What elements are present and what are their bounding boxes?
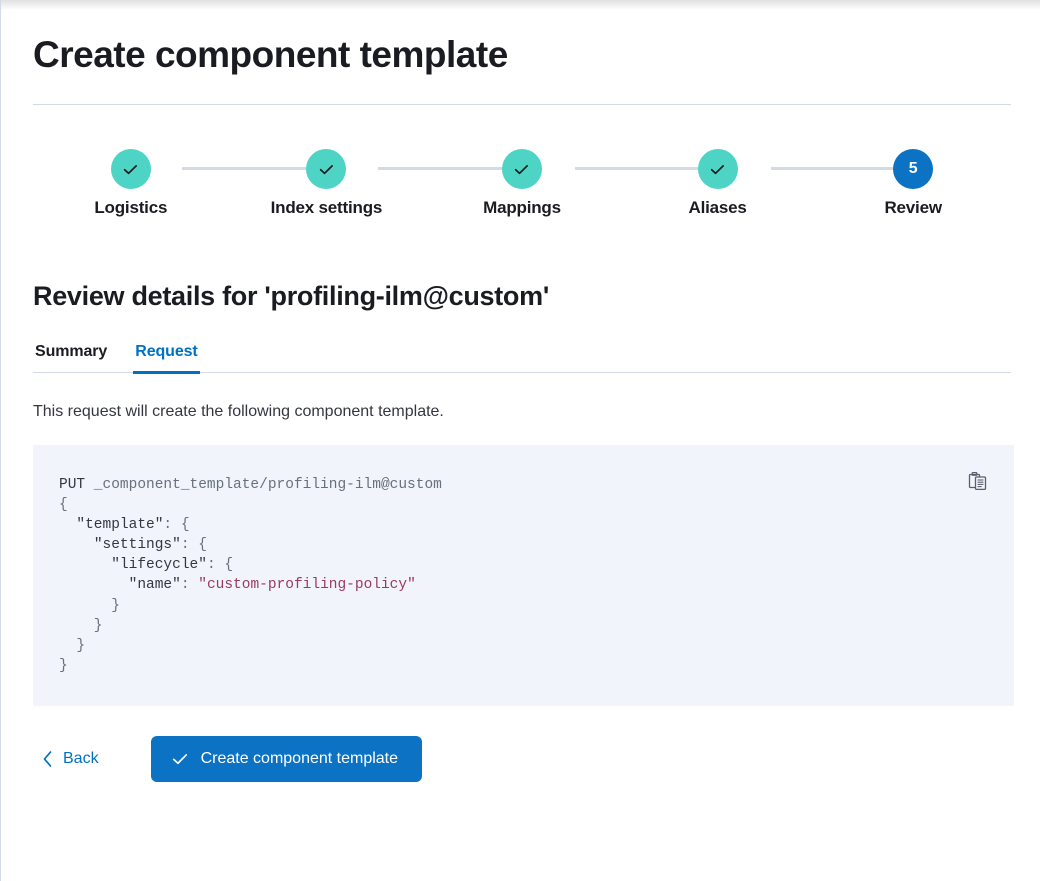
page-title: Create component template <box>33 34 508 75</box>
create-component-template-button[interactable]: Create component template <box>150 735 423 782</box>
step-label-mappings: Mappings <box>483 198 561 217</box>
step-indicator-mappings <box>501 149 542 189</box>
back-button-label: Back <box>63 749 99 767</box>
create-button-label: Create component template <box>200 749 399 767</box>
step-mappings[interactable]: Mappings <box>424 149 620 218</box>
check-icon <box>319 164 333 174</box>
check-icon <box>710 164 725 174</box>
step-connector-1 <box>182 167 340 170</box>
step-index-settings[interactable]: Index settings <box>229 149 425 218</box>
chevron-left-icon <box>43 751 52 767</box>
step-indicator-index-settings <box>306 149 347 189</box>
step-label-review: Review <box>884 198 942 217</box>
step-indicator-review: 5 <box>893 149 934 189</box>
header-divider <box>33 104 1011 105</box>
step-connector-4 <box>771 167 929 170</box>
step-logistics[interactable]: Logistics <box>33 149 229 218</box>
wizard-footer: Back Create component template <box>33 735 1011 782</box>
review-tabs: Summary Request <box>33 341 1011 374</box>
copy-clipboard-icon[interactable] <box>964 467 992 495</box>
step-connector-3 <box>575 167 733 170</box>
tab-summary[interactable]: Summary <box>33 341 109 374</box>
step-label-index-settings: Index settings <box>270 198 383 217</box>
review-heading: Review details for 'profiling-ilm@custom… <box>33 281 549 311</box>
step-indicator-logistics <box>110 149 151 189</box>
wizard-stepper: Logistics Index settings <box>33 149 1011 241</box>
step-connector-2 <box>378 167 536 170</box>
check-icon <box>124 164 138 174</box>
step-number-review: 5 <box>908 160 918 177</box>
request-code-panel: PUT _component_template/profiling-ilm@cu… <box>33 445 1014 706</box>
step-aliases[interactable]: Aliases <box>620 149 816 218</box>
stepper-track: Logistics Index settings <box>33 149 1011 218</box>
request-code-block: PUT _component_template/profiling-ilm@cu… <box>59 477 442 674</box>
step-review[interactable]: 5 Review <box>815 149 1011 218</box>
tab-request[interactable]: Request <box>133 341 200 374</box>
request-description: This request will create the following c… <box>33 403 444 420</box>
check-icon <box>515 164 529 174</box>
check-icon <box>172 754 187 765</box>
back-button[interactable]: Back <box>33 742 109 776</box>
step-label-logistics: Logistics <box>94 198 168 217</box>
step-label-aliases: Aliases <box>688 198 747 217</box>
step-indicator-aliases <box>697 149 738 189</box>
copy-clipboard-icon-glyph <box>968 471 987 491</box>
